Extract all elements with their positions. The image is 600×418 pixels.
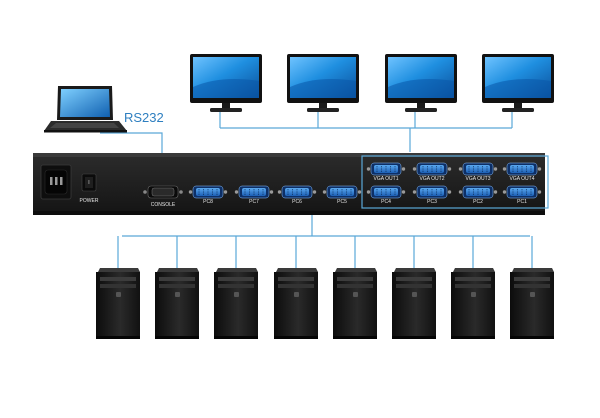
monitor-icon: [385, 54, 457, 112]
console-label: CONSOLE: [151, 202, 176, 208]
rs232-label: RS232: [124, 110, 164, 125]
pc-port-icon: PC2: [458, 185, 498, 205]
pc-port-icon: PC1: [502, 185, 542, 205]
monitor-icon: [482, 54, 554, 112]
pc-tower-icon: [155, 268, 199, 339]
port-label: PC4: [381, 199, 391, 205]
pc-port-icon: PC6: [277, 185, 317, 205]
pc-tower-icon: [96, 268, 140, 339]
port-label: VGA OUT1: [373, 176, 398, 182]
port-label: VGA OUT4: [509, 176, 534, 182]
pc-towers: [96, 268, 554, 339]
port-label: PC6: [292, 199, 302, 205]
vga-out-port-icon: VGA OUT1: [366, 162, 406, 182]
pc-port-icon: PC4: [366, 185, 406, 205]
cables: [100, 112, 533, 268]
pc-tower-icon: [510, 268, 554, 339]
kvm-switch: I POWER CONSOLE VGA OUT1 VGA OUT2 VGA OUT3…: [33, 153, 549, 215]
pc-port-icon: PC8: [188, 185, 228, 205]
monitors: [190, 54, 554, 112]
monitor-icon: [287, 54, 359, 112]
console-port-icon: [143, 185, 183, 199]
port-label: PC8: [203, 199, 213, 205]
vga-out-panel: [361, 155, 549, 209]
vga-out-port-icon: VGA OUT3: [458, 162, 498, 182]
port-label: VGA OUT2: [419, 176, 444, 182]
pc-tower-icon: [214, 268, 258, 339]
pc-port-icon: PC7: [234, 185, 274, 205]
pc-tower-icon: [274, 268, 318, 339]
port-label: PC2: [473, 199, 483, 205]
svg-text:I: I: [88, 180, 89, 186]
vga-out-port-icon: VGA OUT4: [502, 162, 542, 182]
laptop-icon: [44, 86, 127, 133]
pc-tower-icon: [333, 268, 377, 339]
pc-tower-icon: [392, 268, 436, 339]
power-label: POWER: [80, 198, 99, 204]
port-label: VGA OUT3: [465, 176, 490, 182]
pc-port-icon: PC3: [412, 185, 452, 205]
pc-port-icon: PC5: [322, 185, 362, 205]
port-label: PC1: [517, 199, 527, 205]
port-label: PC5: [337, 199, 347, 205]
vga-out-port-icon: VGA OUT2: [412, 162, 452, 182]
pc-tower-icon: [451, 268, 495, 339]
port-label: PC7: [249, 199, 259, 205]
monitor-icon: [190, 54, 262, 112]
port-label: PC3: [427, 199, 437, 205]
